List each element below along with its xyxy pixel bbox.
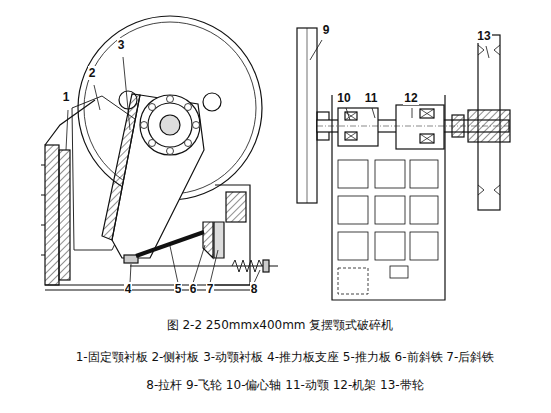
callout-number: 8 [250,282,259,296]
leader-lines [66,40,489,283]
callout-number: 6 [189,282,198,296]
flywheel-side [297,28,317,203]
callout-number: 5 [174,282,183,296]
figure-caption: 图 2-2 250mmx400mm 复摆颚式破碎机 [167,318,394,332]
front-wedge [203,222,213,258]
legend-note: 8-拉杆 9-飞轮 10-偏心轴 11-动颚 12-机架 13-带轮 [146,378,423,392]
legend-note: 1-固定颚衬板 2-侧衬板 3-动颚衬板 4-推力板支座 5-推力板 6-前斜铁… [76,350,495,364]
rear-wedge [214,222,224,258]
callout-number: 3 [117,38,126,52]
callout-number: 1 [62,90,71,104]
tension-rod [130,265,278,266]
frame-rear [215,185,250,285]
callout-number: 7 [206,282,215,296]
callout-number: 2 [88,66,97,80]
frame-wall [45,145,59,285]
toggle-seat [124,255,138,263]
toggle-plate [136,232,204,256]
callout-number: 13 [476,29,491,43]
moving-jaw [112,95,204,258]
callout-number: 12 [403,91,418,105]
callout-number: 9 [322,23,331,37]
fixed-jaw-liner [59,150,70,280]
callout-number: 4 [124,282,133,296]
callout-number: 10 [336,91,351,105]
moving-jaw-liner [102,94,140,240]
bearing-housing [338,108,378,146]
callout-number: 11 [364,91,379,105]
